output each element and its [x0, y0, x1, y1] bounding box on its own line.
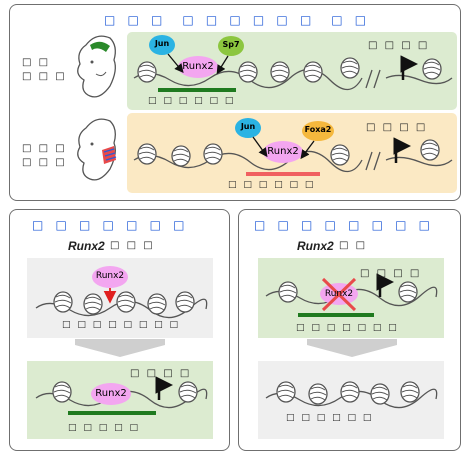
nucleosome — [116, 291, 136, 313]
row1-right-label: □ □ □ □ — [368, 40, 430, 51]
tss-arrow-icon — [376, 273, 394, 297]
tss-arrow-icon — [400, 55, 418, 80]
top-panel-title: □ □ □ □ □ □ □ □ □ □ □ — [104, 13, 371, 27]
br-subtitle-rest: □ □ — [339, 240, 368, 251]
nucleosome — [398, 281, 418, 303]
nucleosome — [330, 144, 350, 166]
transition-arrow-icon — [75, 339, 165, 357]
row2-runx2-label: Runx2 — [267, 146, 299, 157]
nucleosome — [370, 383, 390, 405]
nucleosome — [137, 143, 157, 165]
row2-left-label: □ □ □ □ □ □ — [22, 143, 67, 168]
br-upper-right-label: □ □ □ □ — [360, 268, 422, 279]
bl-lower-region-label: □ □ □ □ □ — [68, 423, 140, 433]
row1-sp7-label: Sp7 — [222, 40, 240, 49]
nucleosome — [238, 61, 258, 83]
bl-title: □ □ □ □ □ □ □ — [32, 218, 189, 232]
nucleosome — [400, 381, 420, 403]
nucleosome — [203, 143, 223, 165]
nucleosome — [178, 381, 198, 403]
nucleosome — [270, 61, 290, 83]
nucleosome — [147, 293, 167, 315]
nucleosome — [276, 381, 296, 403]
nucleosome — [303, 61, 323, 83]
foxa2-node — [302, 121, 334, 141]
bl-upper-label: □ □ □ □ □ □ □ □ — [62, 320, 181, 330]
nucleosome — [175, 291, 195, 313]
tss-arrow-icon — [155, 376, 173, 400]
bl-lower-runx2-label: Runx2 — [95, 388, 127, 399]
br-upper-runx2-label: Runx2 — [324, 289, 354, 299]
nucleosome — [420, 139, 440, 161]
br-title: □ □ □ □ □ □ □ □ — [254, 218, 434, 232]
enhancer-bar-red — [246, 172, 320, 176]
row2-jun-label: Jun — [240, 122, 256, 131]
row1-left-label: □ □ □ □ □ — [22, 57, 67, 82]
transition-arrow-icon — [307, 339, 397, 357]
row2-region-label: □ □ □ □ □ □ — [228, 180, 316, 190]
br-lower-label: □ □ □ □ □ □ — [286, 413, 374, 423]
enhancer-bar — [158, 88, 236, 92]
row2-foxa2-label: Foxa2 — [304, 125, 332, 134]
tss-arrow-icon — [393, 137, 411, 163]
runx2-node — [178, 56, 218, 78]
nucleosome — [52, 381, 72, 403]
row1-region-label: □ □ □ □ □ □ — [148, 96, 236, 106]
nucleosome — [83, 293, 103, 315]
bl-subtitle-rest: □ □ □ — [110, 240, 155, 251]
nucleosome — [340, 381, 360, 403]
row2-right-label: □ □ □ □ — [366, 122, 428, 133]
jun-node — [149, 35, 175, 55]
nucleosome — [53, 291, 73, 313]
nucleosome — [278, 281, 298, 303]
bl-subtitle-gene: Runx2 — [68, 239, 105, 253]
runx2-node — [92, 266, 128, 288]
bl-upper-runx2-label: Runx2 — [95, 271, 125, 281]
nucleosome — [137, 61, 157, 83]
row1-runx2-label: Runx2 — [182, 61, 214, 72]
embryo-icon — [77, 35, 116, 98]
runx2-node — [263, 141, 303, 163]
jun-node — [235, 118, 261, 138]
br-subtitle-gene: Runx2 — [297, 239, 334, 253]
bl-lower-right-label: □ □ □ □ — [130, 368, 192, 379]
enhancer-bar — [298, 313, 374, 317]
nucleosome — [422, 58, 442, 80]
enhancer-bar — [68, 411, 156, 415]
nucleosome — [308, 383, 328, 405]
nucleosome — [340, 57, 360, 79]
br-upper-region-label: □ □ □ □ □ □ □ — [296, 323, 399, 333]
embryo-icon — [77, 118, 117, 181]
sp7-node — [218, 36, 244, 56]
nucleosome — [171, 145, 191, 167]
runx2-node — [91, 383, 131, 405]
row1-jun-label: Jun — [154, 39, 170, 48]
